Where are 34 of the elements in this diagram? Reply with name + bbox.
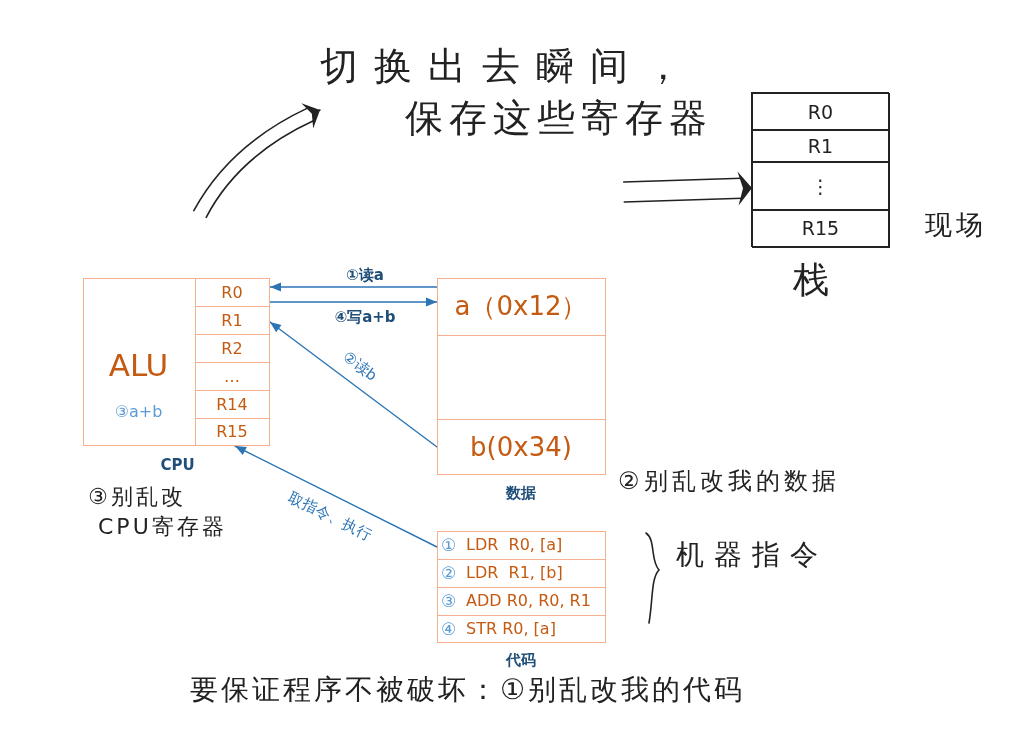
arrow	[269, 282, 438, 292]
edge-label: ②读b	[339, 347, 381, 385]
handwritten-note: 要保证程序不被破坏：①别乱改我的代码	[190, 672, 746, 708]
arrow	[234, 445, 438, 548]
instruction-text: STR R0, [a]	[466, 619, 556, 639]
stack-cell: R15	[751, 209, 890, 248]
handwritten-note: 现场	[925, 209, 988, 242]
hand-drawn-arrow	[193, 103, 321, 219]
edge-label: ①读a	[346, 266, 384, 284]
hand-drawn-arrow	[622, 171, 753, 206]
arrow	[269, 297, 438, 307]
handwritten-note: 机器指令	[676, 537, 828, 573]
box-label: 代码	[505, 650, 536, 669]
edge-label: ④写a+b	[334, 308, 396, 326]
box-label: 数据	[505, 483, 536, 502]
step-number: ④	[441, 618, 457, 640]
stack-cell: R1	[751, 129, 890, 163]
box-label: CPU	[160, 455, 195, 474]
instruction-text: LDR R1, [b]	[466, 563, 563, 583]
instruction-text: ADD R0, R0, R1	[466, 591, 591, 611]
step-number: ③	[441, 590, 457, 612]
handwritten-note: ②别乱改我的数据	[618, 466, 840, 497]
step-number: ①	[441, 534, 457, 556]
handwritten-note: ③别乱改CPU寄存器	[88, 483, 228, 541]
stack-cell: R0	[751, 92, 890, 131]
step-note: ③a+b	[114, 401, 163, 422]
handwritten-note: 栈	[793, 258, 830, 302]
handwritten-note: 切换出去瞬间，保存这些寄存器	[320, 40, 720, 144]
step-number: ②	[441, 562, 457, 584]
instruction-text: LDR R0, [a]	[466, 535, 563, 555]
stack-cell: ⋮	[751, 161, 890, 211]
unit-label: ALU	[108, 346, 169, 385]
edge-label: 取指令、执行	[285, 488, 375, 544]
arrow	[269, 321, 438, 448]
